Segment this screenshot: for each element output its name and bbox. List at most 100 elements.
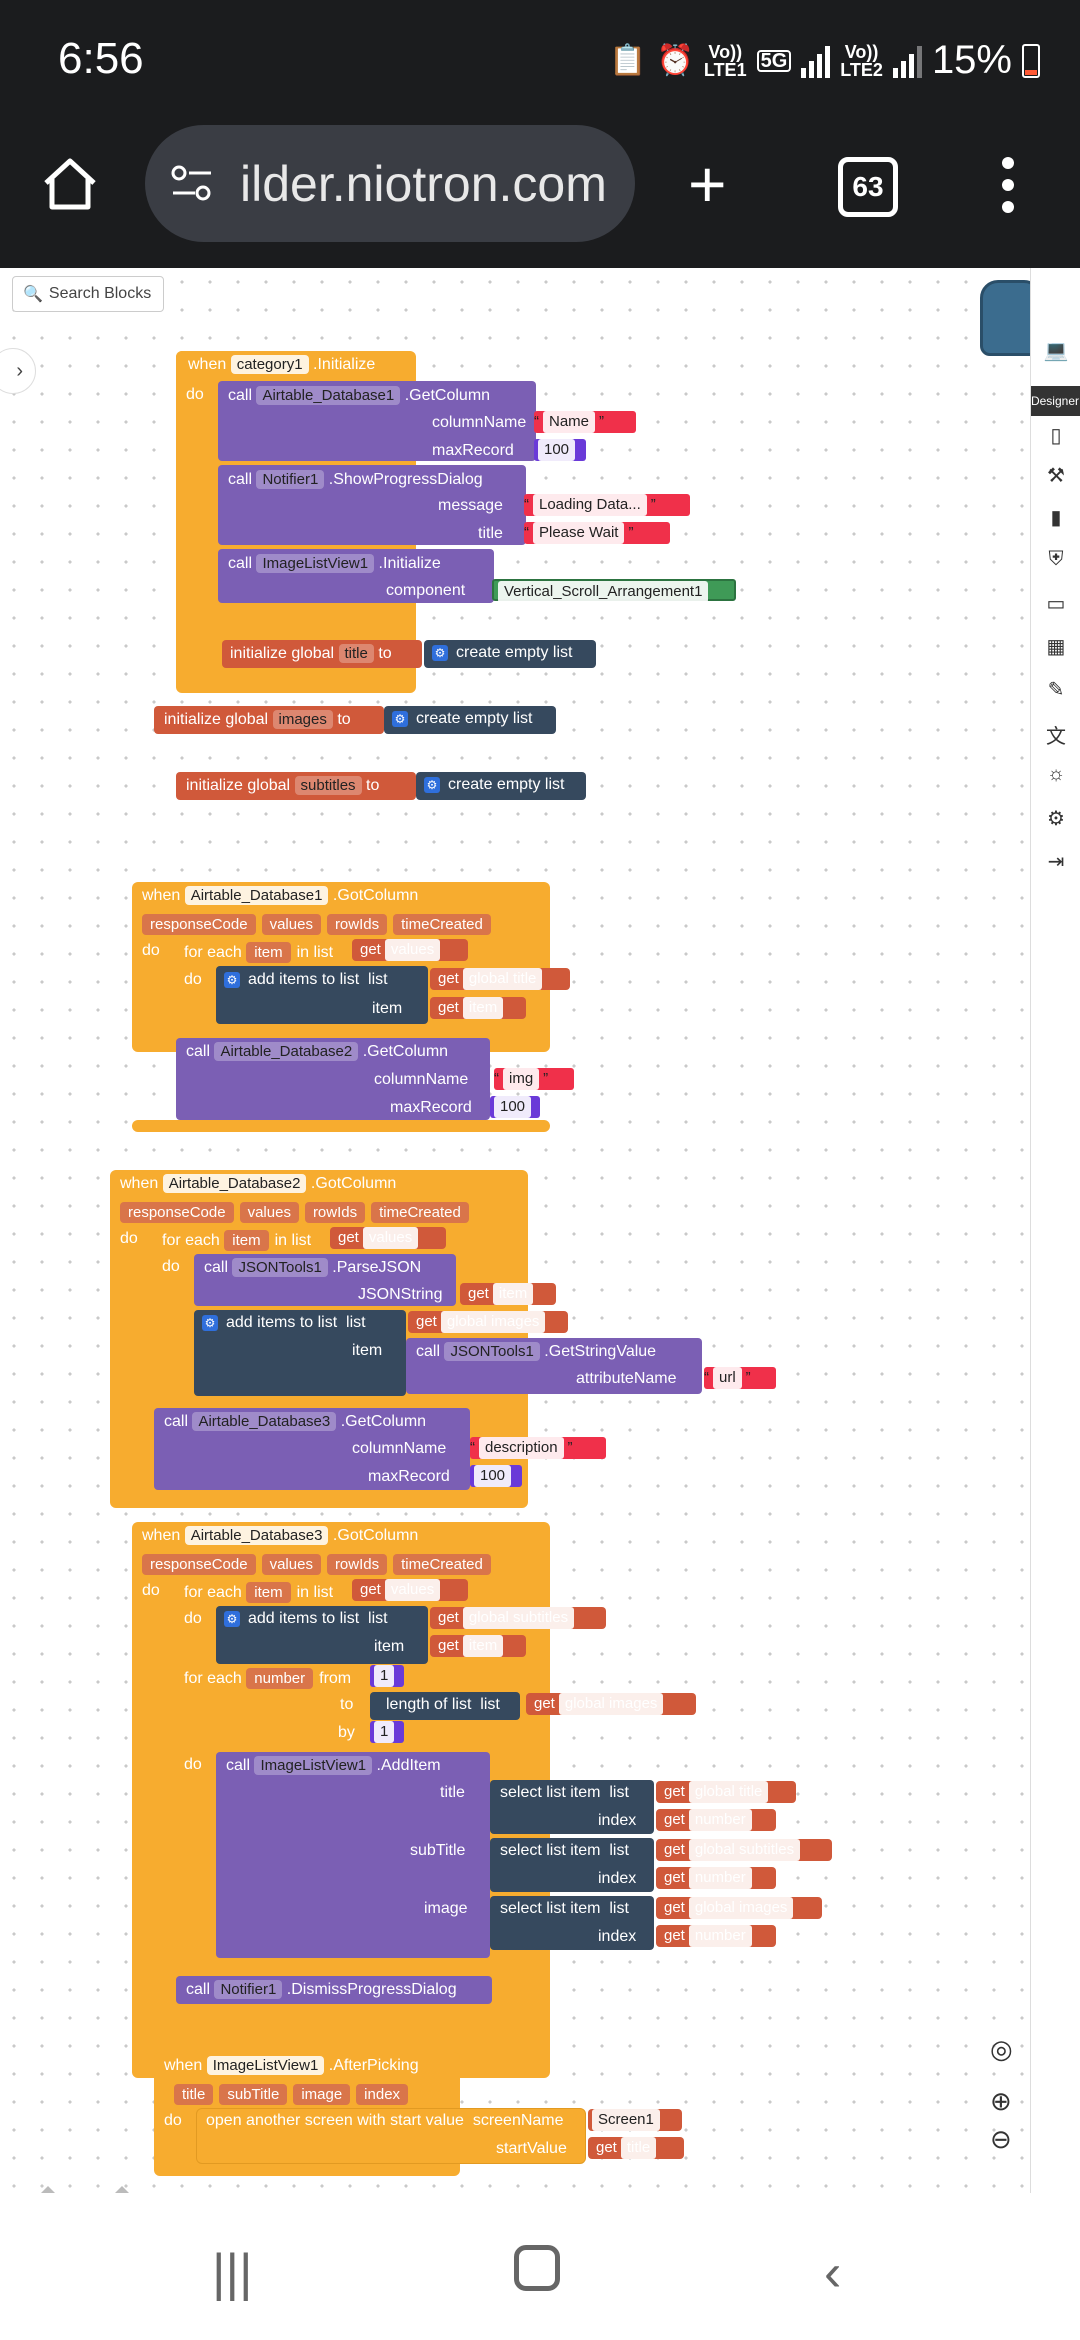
screen-name-block[interactable]: Screen1 — [588, 2109, 682, 2131]
component-block[interactable]: Vertical_Scroll_Arrangement1 — [492, 579, 736, 603]
call-showprogress-block[interactable] — [218, 465, 526, 545]
create-empty-list-block[interactable] — [384, 706, 556, 734]
call-getstringvalue-block[interactable] — [406, 1338, 702, 1394]
tab-switcher-button[interactable]: 63 — [838, 157, 898, 217]
folder-icon[interactable]: ▭ — [1046, 593, 1066, 615]
zoom-in-icon[interactable]: ⊕ — [990, 2086, 1012, 2116]
book-icon[interactable]: ▮ — [1050, 507, 1062, 529]
call-getcolumn-block[interactable] — [176, 1038, 490, 1120]
component-dropdown[interactable]: Airtable_Database2 — [162, 1174, 307, 1193]
text-block[interactable]: “Name” — [534, 411, 636, 433]
add-items-block[interactable] — [194, 1310, 406, 1396]
text-block[interactable]: “description” — [470, 1437, 606, 1459]
component-dropdown[interactable]: ImageListView1 — [256, 554, 375, 573]
search-blocks-button[interactable]: 🔍 Search Blocks — [12, 276, 164, 312]
component-dropdown[interactable]: Airtable_Database1 — [256, 386, 401, 405]
component-dropdown[interactable]: Notifier1 — [256, 470, 325, 489]
wand-icon[interactable]: ✎ — [1047, 679, 1065, 701]
translate-icon[interactable]: 文 — [1046, 726, 1066, 748]
loop-variable[interactable]: number — [246, 1668, 314, 1689]
designer-tab[interactable]: Designer — [1031, 386, 1080, 416]
number-block[interactable]: 1 — [370, 1665, 404, 1687]
add-items-block[interactable] — [216, 966, 428, 1024]
expand-drawer-button[interactable]: › — [0, 348, 36, 394]
component-dropdown[interactable]: Airtable_Database3 — [192, 1412, 337, 1431]
phone-icon[interactable]: ▯ — [1050, 425, 1062, 447]
number-block[interactable]: 1 — [370, 1721, 404, 1743]
text-block[interactable]: “Please Wait” — [524, 522, 670, 544]
tools-icon[interactable]: ⚒ — [1047, 465, 1065, 487]
text-block[interactable]: “url” — [704, 1367, 776, 1389]
component-dropdown[interactable]: JSONTools1 — [232, 1258, 328, 1277]
new-tab-icon[interactable]: + — [688, 147, 727, 221]
variable-name[interactable]: title — [338, 644, 374, 663]
add-items-block[interactable] — [216, 1606, 428, 1664]
recenter-icon[interactable]: ◎ — [990, 2034, 1013, 2064]
length-of-list-block[interactable] — [370, 1692, 520, 1720]
site-settings-icon[interactable] — [169, 161, 215, 219]
component-dropdown[interactable]: Airtable_Database3 — [184, 1526, 329, 1545]
number-block[interactable]: 100 — [490, 1096, 540, 1118]
call-dismiss-progress-block[interactable] — [176, 1976, 492, 2004]
component-dropdown[interactable]: ImageListView1 — [254, 1756, 373, 1775]
text-block[interactable]: “Loading Data...” — [524, 494, 690, 516]
text-block[interactable]: “img” — [494, 1068, 574, 1090]
component-dropdown[interactable]: category1 — [230, 355, 309, 374]
back-icon[interactable]: ‹ — [824, 2244, 842, 2302]
settings-icon[interactable]: ⚙ — [1047, 808, 1065, 830]
init-global-subtitles-block[interactable] — [176, 772, 416, 800]
init-global-title-block[interactable] — [222, 640, 422, 668]
variable-name[interactable]: images — [272, 710, 333, 729]
init-global-images-block[interactable] — [154, 706, 384, 734]
param-chip[interactable]: responseCode — [142, 914, 256, 935]
home-icon[interactable] — [40, 153, 100, 213]
more-menu-icon[interactable] — [996, 155, 1020, 215]
component-dropdown[interactable]: Notifier1 — [214, 1980, 283, 1999]
param-chip[interactable]: timeCreated — [393, 914, 491, 935]
recents-icon[interactable]: ||| — [212, 2244, 253, 2302]
laptop-icon[interactable]: 💻 — [1043, 340, 1069, 362]
brightness-icon[interactable]: ☼ — [1046, 763, 1066, 785]
param-chip[interactable]: values — [261, 914, 321, 935]
open-another-screen-block[interactable] — [196, 2108, 586, 2164]
blocks-workspace[interactable]: 🔍 Search Blocks › when category1 .Initia… — [0, 268, 1030, 2193]
create-empty-list-block[interactable] — [424, 640, 596, 668]
grid-icon[interactable]: ▦ — [1046, 636, 1066, 658]
call-imagelistview-init-block[interactable] — [218, 549, 494, 603]
call-additem-block[interactable] — [216, 1752, 490, 1958]
variable-name[interactable]: subtitles — [294, 776, 362, 795]
logout-icon[interactable]: ⇥ — [1047, 851, 1065, 873]
loop-variable[interactable]: item — [246, 942, 291, 963]
number-block[interactable]: 100 — [470, 1465, 522, 1487]
number-block[interactable]: 100 — [534, 439, 586, 461]
create-empty-list-block[interactable] — [416, 772, 586, 800]
select-list-item-block[interactable] — [490, 1838, 654, 1892]
call-getcolumn-block[interactable] — [154, 1408, 470, 1490]
call-getcolumn-block[interactable] — [218, 381, 536, 461]
call-parsejson-block[interactable] — [194, 1254, 456, 1306]
zoom-out-icon[interactable]: ⊖ — [990, 2124, 1012, 2154]
component-dropdown[interactable]: ImageListView1 — [206, 2056, 325, 2075]
select-list-item-block[interactable] — [490, 1780, 654, 1834]
component-dropdown[interactable]: Airtable_Database1 — [184, 886, 329, 905]
component-dropdown[interactable]: JSONTools1 — [444, 1342, 540, 1361]
backpack-icon[interactable] — [980, 280, 1030, 356]
address-bar[interactable]: ilder.niotron.com — [145, 125, 635, 242]
component-dropdown[interactable]: Airtable_Database2 — [214, 1042, 359, 1061]
